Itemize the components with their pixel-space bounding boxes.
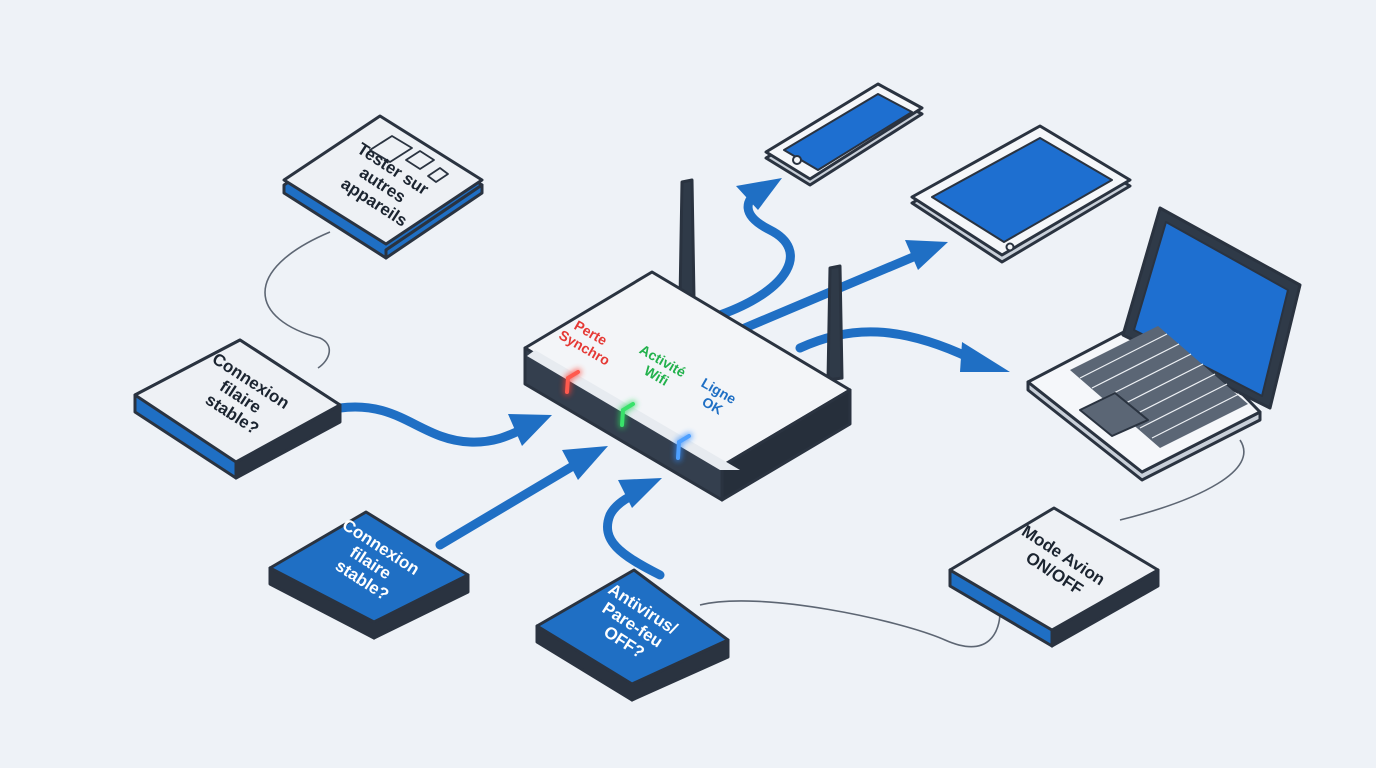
arrow-from-blue-card	[435, 458, 583, 550]
router-leds	[563, 368, 693, 462]
card-wired-blue	[268, 510, 470, 640]
card-wired-light	[133, 338, 342, 480]
connector-antivirus-to-airplane	[699, 600, 1001, 648]
arrow-from-antivirus	[603, 487, 665, 580]
arrow-to-tablet-head	[905, 240, 948, 270]
arrow-from-wired-card-head	[508, 414, 552, 446]
router-side	[720, 388, 852, 502]
connector-lines	[264, 231, 1245, 648]
arrow-to-laptop-head	[960, 342, 1010, 372]
card-test-other-devices	[282, 114, 484, 260]
laptop-keyboard	[1070, 326, 1248, 448]
connector-top-card-to-wired-card	[264, 231, 331, 369]
devices-icon	[369, 135, 449, 183]
arrow-to-phone-head	[736, 178, 782, 210]
router-antenna-front	[826, 264, 844, 382]
arrow-from-antivirus-head	[618, 478, 662, 508]
laptop-trackpad	[1079, 392, 1149, 437]
led-synchro-loss	[563, 368, 582, 396]
arrow-from-wired-card	[335, 402, 530, 447]
card-airplane-mode	[948, 506, 1160, 648]
tablet-device	[910, 124, 1132, 264]
router	[523, 178, 852, 502]
phone-device	[764, 82, 924, 187]
arrow-to-phone	[715, 185, 795, 320]
led-line-ok	[674, 432, 693, 462]
laptop-screen	[1133, 221, 1289, 397]
arrow-to-laptop	[795, 327, 975, 363]
led-wifi-activity	[618, 400, 637, 429]
card-antivirus	[535, 568, 730, 702]
router-antenna-back	[678, 178, 696, 302]
connector-airplane-to-laptop	[1119, 439, 1245, 521]
laptop-device	[1026, 206, 1302, 482]
arrow-from-blue-card-head	[562, 446, 608, 480]
